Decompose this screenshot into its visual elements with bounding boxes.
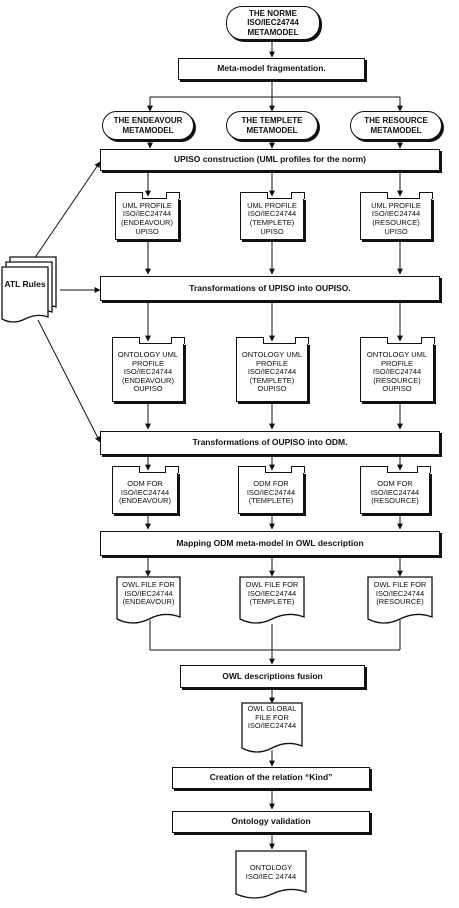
odm-resource-label: ODM FOR ISO/IEC24744 (RESOURCE) [370, 479, 420, 506]
fusion-step: OWL descriptions fusion [180, 665, 365, 688]
ontology-final: ONTOLOGY ISO/IEC 24744 [245, 863, 297, 881]
uml-profile-endeavour: UML PROFILE ISO/IEC24744 (ENDEAVOUR) UPI… [114, 192, 180, 240]
ontology-doc [235, 850, 307, 899]
ontology-profile-templete: ONTOLOGY UML PROFILE ISO/IEC24744 (TEMPL… [235, 337, 309, 402]
odm-endeavour: ODM FOR ISO/IEC24744 (ENDEAVOUR) [111, 466, 179, 514]
uml-profile-templete: UML PROFILE ISO/IEC24744 (TEMPLETE) UPIS… [239, 192, 305, 240]
transform-upiso-step: Transformations of UPISO into OUPISO. [100, 276, 440, 301]
metamodel-templete: THE TEMPLETE METAMODEL [226, 111, 318, 140]
uml-profile-resource: UML PROFILE ISO/IEC24744 (RESOURCE) UPIS… [359, 192, 433, 240]
ontology-profile-endeavour: ONTOLOGY UML PROFILE ISO/IEC24744 (ENDEA… [111, 337, 185, 402]
odm-templete-label: ODM FOR ISO/IEC24744 (TEMPLETE) [246, 479, 296, 506]
owl-file-templete: OWL FILE FOR ISO/IEC24744 (TEMPLETE) [245, 580, 299, 607]
owl-global-doc [241, 702, 303, 753]
odm-templete: ODM FOR ISO/IEC24744 (TEMPLETE) [237, 466, 305, 514]
uml-profile-endeavour-label: UML PROFILE ISO/IEC24744 (ENDEAVOUR) UPI… [121, 200, 173, 236]
transform-oupiso-step: Transformations of OUPISO into ODM. [100, 431, 440, 455]
atl-rules-label: ATL Rules [4, 279, 46, 289]
ontology-profile-endeavour-label: ONTOLOGY UML PROFILE ISO/IEC24744 (ENDEA… [117, 349, 179, 394]
metamodel-resource: THE RESOURCE METAMODEL [350, 111, 442, 140]
fragmentation-step: Meta-model fragmentation. [178, 58, 365, 80]
odm-resource: ODM FOR ISO/IEC24744 (RESOURCE) [359, 466, 431, 514]
ontology-validation-step: Ontology validation [172, 811, 370, 833]
start-norme-metamodel: THE NORME ISO/IEC24744 METAMODEL [226, 6, 320, 40]
uml-profile-templete-label: UML PROFILE ISO/IEC24744 (TEMPLETE) UPIS… [247, 200, 297, 236]
upiso-construction-step: UPISO construction (UML profiles for the… [100, 149, 440, 171]
owl-file-doc-templete [239, 576, 305, 624]
metamodel-endeavour: THE ENDEAVOUR METAMODEL [102, 111, 194, 140]
owl-file-endeavour: OWL FILE FOR ISO/IEC24744 (ENDEAVOUR) [122, 580, 175, 607]
owl-file-doc-resource [367, 576, 433, 624]
owl-file-doc-endeavour [116, 576, 181, 624]
mapping-step: Mapping ODM meta-model in OWL descriptio… [100, 531, 440, 556]
uml-profile-resource-label: UML PROFILE ISO/IEC24744 (RESOURCE) UPIS… [371, 200, 421, 236]
atl-rules-doc [1, 266, 49, 323]
odm-endeavour-label: ODM FOR ISO/IEC24744 (ENDEAVOUR) [119, 479, 171, 506]
ontology-profile-resource-label: ONTOLOGY UML PROFILE ISO/IEC24744 (RESOU… [366, 349, 428, 394]
owl-file-resource: OWL FILE FOR ISO/IEC24744 (RESOURCE) [373, 580, 427, 607]
ontology-profile-resource: ONTOLOGY UML PROFILE ISO/IEC24744 (RESOU… [359, 337, 435, 402]
ontology-profile-templete-label: ONTOLOGY UML PROFILE ISO/IEC24744 (TEMPL… [241, 349, 303, 394]
relation-kind-step: Creation of the relation “Kind” [172, 767, 370, 789]
owl-global-file: OWL GLOBAL FILE FOR ISO/IEC24744 [247, 704, 297, 731]
